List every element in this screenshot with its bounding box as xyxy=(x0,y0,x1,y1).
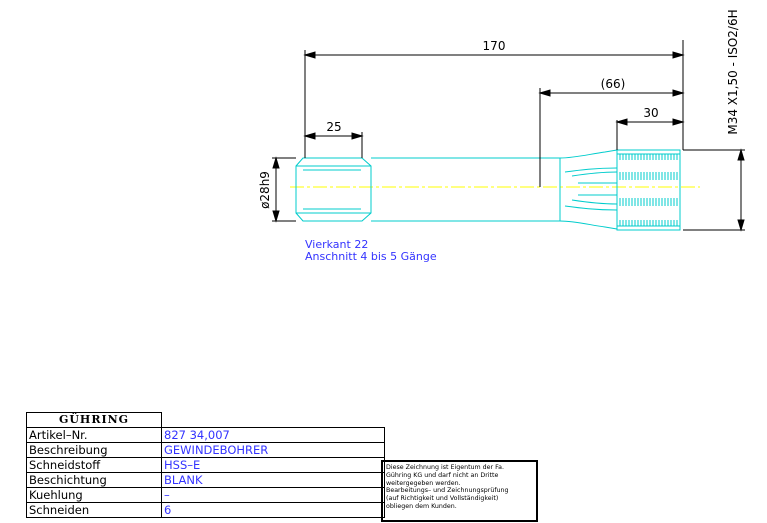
row-value: HSS–E xyxy=(161,457,385,473)
table-row: Beschichtung BLANK xyxy=(26,472,385,488)
table-row: Beschreibung GEWINDEBOHRER xyxy=(26,442,385,458)
thread-teeth xyxy=(619,154,678,226)
notice-line: (auf Richtigkeit und Vollständigkeit) xyxy=(386,495,499,503)
neck xyxy=(559,149,618,230)
dim-diameter: ø28h9 xyxy=(258,171,272,209)
table-row: Artikel–Nr. 827 34,007 xyxy=(26,427,385,443)
note-square: Vierkant 22 xyxy=(305,238,368,251)
row-label: Beschichtung xyxy=(26,472,162,488)
shank xyxy=(371,157,561,222)
ownership-notice: Diese Zeichnung ist Eigentum der Fa. Güh… xyxy=(381,460,538,522)
row-value: 827 34,007 xyxy=(161,427,385,443)
row-label: Schneidstoff xyxy=(26,457,162,473)
dim-square-length: 25 xyxy=(326,120,341,134)
notice-line: Gühring KG und darf nicht an Dritte xyxy=(386,471,499,479)
notice-line: Diese Zeichnung ist Eigentum der Fa. xyxy=(386,464,505,471)
dim-thread-spec: M34 X1,50 - ISO2/6H xyxy=(726,9,740,134)
dimension-lines xyxy=(272,51,745,232)
dim-thread-length: 30 xyxy=(643,106,658,120)
note-chamfer: Anschnitt 4 bis 5 Gänge xyxy=(305,250,437,263)
row-value: – xyxy=(161,487,385,503)
row-label: Artikel–Nr. xyxy=(26,427,162,443)
table-row: Schneidstoff HSS–E xyxy=(26,457,385,473)
title-block-header-row: GÜHRING xyxy=(26,412,385,428)
dim-shank-reference: (66) xyxy=(601,77,626,91)
table-row: Schneiden 6 xyxy=(26,502,385,518)
guehring-logo: GÜHRING xyxy=(26,412,162,428)
row-value: 6 xyxy=(161,502,385,518)
notice-line: weitergegeben werden. xyxy=(386,479,461,487)
row-value: GEWINDEBOHRER xyxy=(161,442,385,458)
square-end xyxy=(295,157,372,222)
row-label: Kuehlung xyxy=(26,487,162,503)
dim-overall-length: 170 xyxy=(483,39,506,53)
row-label: Beschreibung xyxy=(26,442,162,458)
row-label: Schneiden xyxy=(26,502,162,518)
title-block-blank xyxy=(161,412,385,428)
table-row: Kuehlung – xyxy=(26,487,385,503)
row-value: BLANK xyxy=(161,472,385,488)
title-block: GÜHRING Artikel–Nr. 827 34,007 Beschreib… xyxy=(26,412,385,518)
notice-line: Bearbeitungs– und Zeichnungsprüfung xyxy=(386,487,509,495)
notice-line: obliegen dem Kunden. xyxy=(386,502,457,510)
thread-section xyxy=(616,149,681,231)
